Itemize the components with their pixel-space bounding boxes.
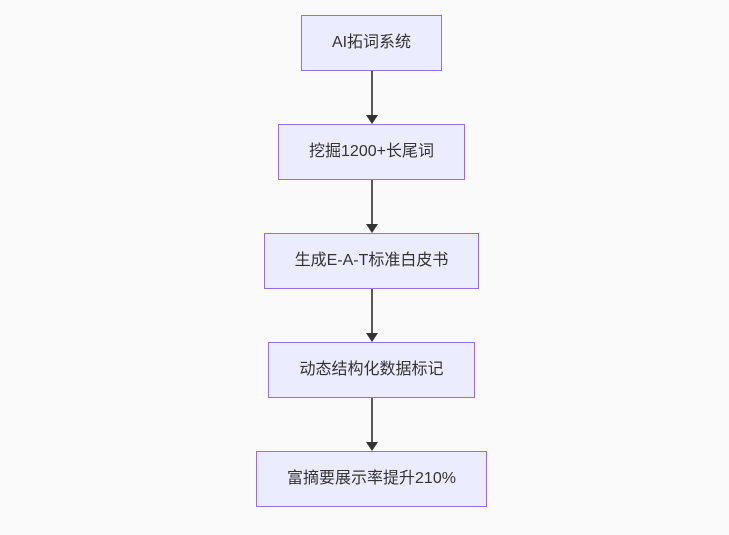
arrow-head-icon — [365, 224, 378, 233]
flow-node-structured-data-markup: 动态结构化数据标记 — [268, 342, 475, 398]
flow-node-label: 挖掘1200+长尾词 — [309, 143, 434, 161]
arrow-line — [370, 289, 373, 333]
flow-node-label: 生成E-A-T标准白皮书 — [294, 252, 449, 270]
arrow-head-icon — [365, 115, 378, 124]
flow-node-rich-snippet-result: 富摘要展示率提升210% — [256, 451, 487, 507]
flow-node-label: 富摘要展示率提升210% — [287, 470, 456, 488]
arrow-line — [370, 180, 373, 224]
arrow-head-icon — [365, 333, 378, 342]
flow-node-label: 动态结构化数据标记 — [299, 361, 444, 379]
flowchart-canvas: AI拓词系统 挖掘1200+长尾词 生成E-A-T标准白皮书 动态结构化数据标记… — [7, 0, 729, 535]
flow-node-label: AI拓词系统 — [331, 34, 412, 52]
flow-node-ai-keyword-system: AI拓词系统 — [300, 15, 443, 71]
flow-arrow-down — [365, 71, 378, 124]
flow-arrow-down — [365, 398, 378, 451]
arrow-head-icon — [365, 442, 378, 451]
flow-node-eat-whitepaper: 生成E-A-T标准白皮书 — [263, 233, 480, 289]
arrow-line — [370, 71, 373, 115]
flow-arrow-down — [365, 289, 378, 342]
arrow-line — [370, 398, 373, 442]
flow-node-longtail-mining: 挖掘1200+长尾词 — [278, 124, 465, 180]
flow-arrow-down — [365, 180, 378, 233]
